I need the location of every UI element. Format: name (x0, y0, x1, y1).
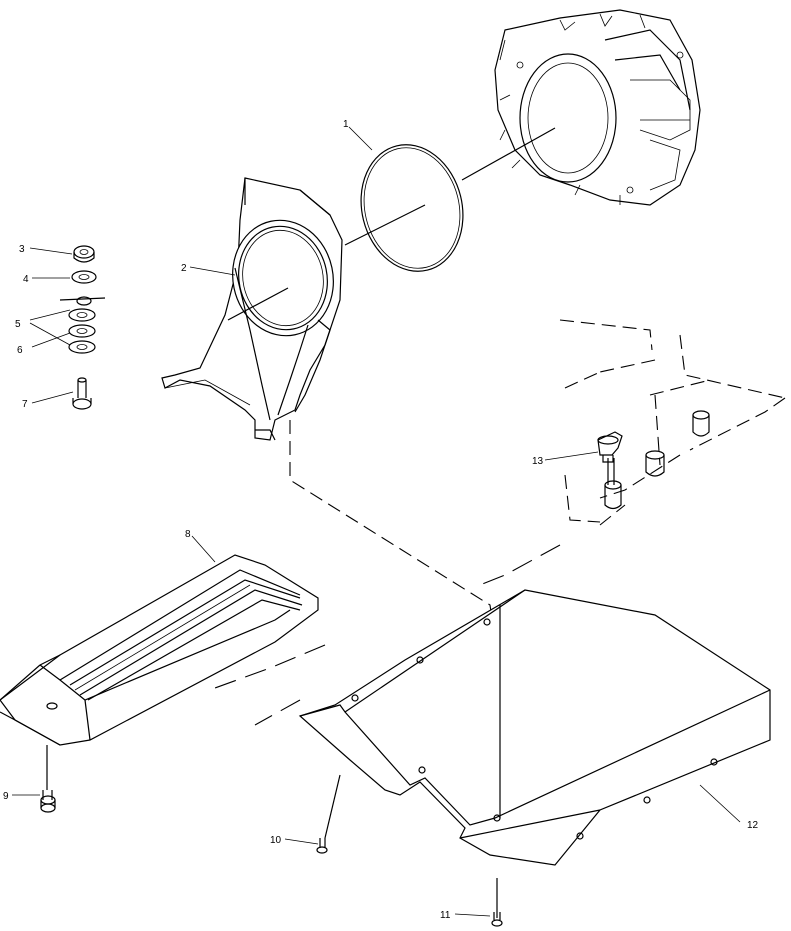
plate-screw-11 (491, 912, 503, 927)
centerline-duct (227, 287, 289, 321)
intake-ramp (0, 554, 319, 746)
drain-plug (597, 431, 623, 463)
callout-6: 6 (17, 345, 23, 356)
callout-labels: 1 2 3 4 5 6 7 8 9 10 11 12 13 (3, 119, 759, 921)
callout-2: 2 (181, 263, 187, 274)
assembly-line-plate-bottom (254, 699, 301, 726)
assembly-line-plate-lower (214, 644, 326, 689)
callout-3: 3 (19, 244, 25, 255)
hardware-stack (59, 245, 106, 410)
callout-10: 10 (270, 835, 282, 846)
leader-lines (12, 126, 741, 917)
callout-4: 4 (23, 274, 29, 285)
assembly-line-duct-to-plate (289, 420, 496, 641)
callout-5: 5 (15, 319, 21, 330)
intake-duct (161, 177, 343, 441)
pump-housing (494, 9, 701, 206)
callout-11: 11 (440, 910, 451, 921)
centerline-ring (344, 204, 426, 246)
callout-9: 9 (3, 791, 9, 802)
assembly-line-plate-upper (479, 544, 561, 586)
callout-12: 12 (747, 820, 759, 831)
o-ring-seal (360, 144, 464, 272)
hull-section-outline (559, 319, 786, 526)
centerline-housing (461, 127, 556, 181)
callout-1: 1 (343, 119, 349, 130)
callout-13: 13 (532, 456, 544, 467)
ride-plate (298, 589, 771, 866)
plate-screw-10 (316, 838, 328, 854)
callout-7: 7 (22, 399, 28, 410)
ramp-bolt (40, 745, 56, 813)
callout-8: 8 (185, 529, 191, 540)
assembly-line-screw-10 (324, 774, 341, 839)
